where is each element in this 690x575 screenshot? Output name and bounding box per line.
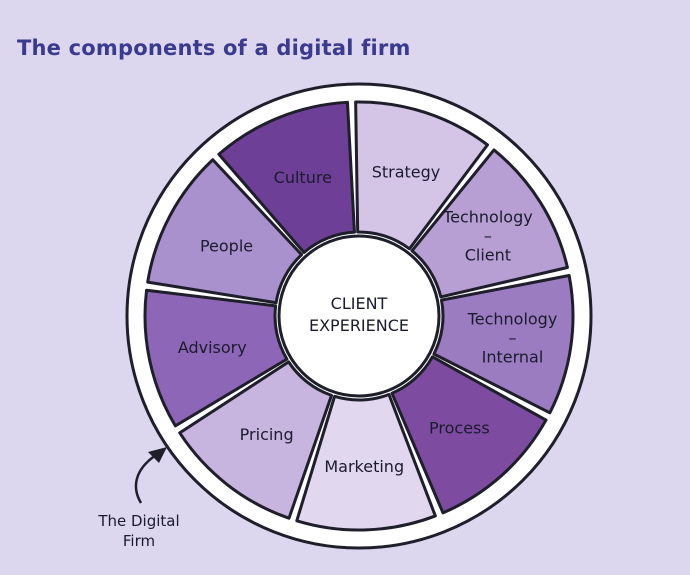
center-label-line2: EXPERIENCE <box>309 316 409 335</box>
arrowhead-icon <box>148 447 167 463</box>
segment-technology-internal <box>432 274 575 415</box>
center-label-line1: CLIENT <box>331 294 388 313</box>
segment-label: Marketing <box>324 457 404 476</box>
segment-people <box>146 158 304 305</box>
curved-arrow-icon <box>134 453 157 504</box>
segment-label: Pricing <box>240 425 294 444</box>
segment-label: – <box>484 226 492 245</box>
segment-pricing <box>178 360 334 520</box>
segment-advisory <box>143 288 289 428</box>
segment-process <box>390 355 548 515</box>
segment-label: Client <box>465 245 511 264</box>
segment-label: Technology <box>442 207 533 226</box>
segment-technology-client <box>410 148 569 299</box>
segment-label: – <box>508 329 516 348</box>
segment-strategy <box>354 100 489 251</box>
segment-marketing <box>295 392 437 532</box>
center-circle <box>277 234 441 398</box>
segment-label: People <box>200 237 253 256</box>
segment-label: Strategy <box>372 162 441 181</box>
segment-label: Process <box>429 418 490 437</box>
outer-label-line1: The Digital <box>97 512 179 530</box>
segment-label: Culture <box>274 168 332 187</box>
page-title: The components of a digital firm <box>17 36 411 60</box>
segment-label: Advisory <box>178 338 247 357</box>
segment-culture <box>217 100 356 255</box>
segment-label: Technology <box>467 310 558 329</box>
outer-label-line2: Firm <box>123 532 155 550</box>
segment-label: Internal <box>482 348 544 367</box>
